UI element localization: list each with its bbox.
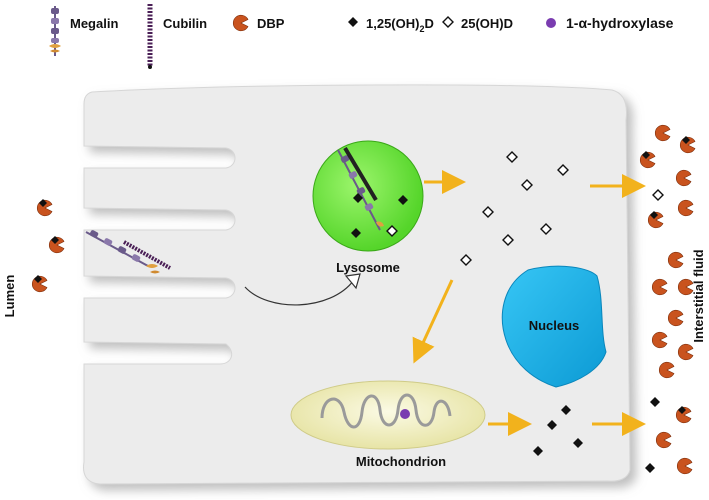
cytoplasm-calcitriol xyxy=(547,420,557,430)
nucleus xyxy=(501,265,607,388)
lumen-label: Lumen xyxy=(2,275,17,318)
interstitial-dbp-group xyxy=(640,124,695,475)
lysosome-receptor-complex xyxy=(337,146,384,231)
interstitial-dbp-bound xyxy=(640,151,655,168)
cytoplasm-calcidiol xyxy=(540,223,552,235)
lysosome-calcitriol-3 xyxy=(351,228,361,238)
interstitial-dbp xyxy=(658,361,675,379)
cytoplasm-calcitriol-group xyxy=(533,405,583,456)
calcidiol-icon xyxy=(442,16,454,28)
interstitial-dbp xyxy=(654,124,671,142)
transport-arrows xyxy=(412,170,646,436)
dbp-icon xyxy=(232,14,249,32)
endocytosis-arrowhead xyxy=(344,273,361,290)
lumen-dbp-bound xyxy=(49,236,64,253)
interstitial-dbp xyxy=(667,309,684,327)
arrow-to-mitochondrion xyxy=(412,279,454,364)
lysosome-label: Lysosome xyxy=(336,260,400,275)
cytoplasm-calcidiol xyxy=(502,234,514,246)
legend-calcitriol-label: 1,25(OH)2D xyxy=(366,16,434,34)
interstitial-dbp xyxy=(651,278,668,296)
interstitial-dbp xyxy=(675,169,692,187)
mitochondrion-label: Mitochondrion xyxy=(356,454,446,469)
interstitial-calcidiol-group xyxy=(652,189,664,201)
hydroxylase-icon xyxy=(546,18,556,28)
interstitial-dbp-bound xyxy=(680,136,695,153)
legend-hydroxylase-label: 1-α-hydroxylase xyxy=(566,15,674,31)
cytoplasm-calcidiol xyxy=(557,164,569,176)
megalin-icon xyxy=(49,6,61,56)
endocytosis-arrow xyxy=(244,279,355,306)
interstitial-calcidiol xyxy=(652,189,664,201)
cytoplasm-calcidiol xyxy=(521,179,533,191)
legend-cubilin-label: Cubilin xyxy=(163,16,207,31)
cytoplasm-calcidiol-group xyxy=(460,151,569,266)
cytoplasm-calcidiol xyxy=(482,206,494,218)
cubilin-icon xyxy=(147,4,153,69)
interstitial-dbp-bound xyxy=(676,406,691,423)
nucleus-label: Nucleus xyxy=(529,318,580,333)
interstitial-calcitriol xyxy=(650,397,660,407)
mitochondrion-cristae xyxy=(320,393,452,429)
legend-dbp-label: DBP xyxy=(257,16,285,31)
interstitial-dbp-bound xyxy=(648,211,663,228)
lysosome-calcitriol-2 xyxy=(398,195,408,205)
lysosome xyxy=(312,140,424,252)
lysosome-calcidiol xyxy=(386,225,398,237)
cytoplasm-calcitriol xyxy=(573,438,583,448)
legend-megalin-label: Megalin xyxy=(70,16,118,31)
interstitial-calcitriol xyxy=(645,463,655,473)
interstitial-dbp xyxy=(651,331,668,349)
lumen-dbp-bound xyxy=(37,199,52,216)
interstitial-dbp xyxy=(676,457,693,475)
mitochondrion xyxy=(290,380,486,450)
cytoplasm-calcidiol xyxy=(460,254,472,266)
lumen-dbp-bound xyxy=(32,275,47,292)
membrane-receptor-complex xyxy=(85,230,171,274)
cytoplasm-calcitriol xyxy=(561,405,571,415)
mitochondrion-hydroxylase xyxy=(400,409,410,419)
cytoplasm-calcitriol xyxy=(533,446,543,456)
interstitial-dbp xyxy=(677,343,694,361)
cytoplasm-calcidiol xyxy=(506,151,518,163)
interstitial-label: Interstitial fluid xyxy=(691,249,706,342)
legend-calcidiol-label: 25(OH)D xyxy=(461,16,513,31)
lysosome-calcitriol-1 xyxy=(353,193,363,203)
interstitial-dbp xyxy=(667,251,684,269)
interstitial-dbp xyxy=(655,431,672,449)
calcitriol-icon xyxy=(348,17,358,27)
interstitial-calcitriol-group xyxy=(645,397,660,473)
legend: Megalin Cubilin DBP 1,25(OH)2D 25(OH)D 1… xyxy=(49,4,674,69)
interstitial-dbp xyxy=(677,199,694,217)
